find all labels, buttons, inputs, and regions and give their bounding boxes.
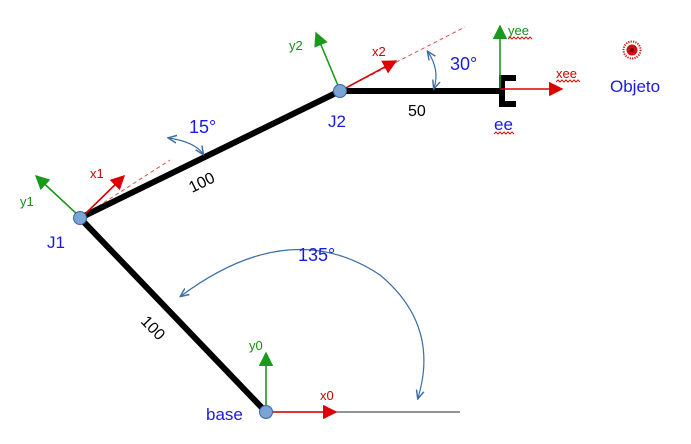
j2-angle-arc (428, 52, 436, 88)
gripper-icon (499, 75, 516, 107)
label-angle-base: 135° (298, 245, 335, 265)
y1-axis-arrow (34, 175, 80, 217)
label-x1: x1 (90, 166, 104, 181)
label-y1: y1 (20, 194, 34, 209)
base-angle-arc (181, 248, 424, 398)
label-ee: ee (494, 115, 513, 134)
label-j2: J2 (328, 112, 346, 131)
label-xee: xee (556, 66, 577, 81)
label-j1: J1 (47, 233, 65, 252)
x2-axis-arrow (341, 60, 398, 91)
label-y2: y2 (289, 38, 303, 53)
y2-axis-arrow (314, 31, 340, 89)
link-base-j1 (77, 215, 269, 415)
label-y0: y0 (249, 338, 263, 353)
label-x0: x0 (320, 388, 334, 403)
yee-spellcheck-underline (507, 36, 533, 40)
label-link-base-j1: 100 (137, 313, 168, 344)
label-angle-j2: 30° (450, 54, 477, 74)
label-yee: yee (508, 23, 529, 38)
label-link-j2-ee: 50 (408, 103, 426, 120)
link-j1-j2 (78, 88, 342, 221)
joint-base (259, 405, 273, 419)
object-target-icon (622, 40, 642, 60)
label-base: base (206, 405, 243, 424)
xee-spellcheck-underline (555, 79, 581, 83)
ee-spellcheck-underline (493, 131, 515, 135)
label-x2: x2 (372, 44, 386, 59)
joint-j1 (73, 211, 87, 225)
joint-j2 (333, 84, 347, 98)
x1-axis-arrow (81, 174, 126, 218)
label-angle-j1: 15° (189, 117, 216, 137)
j1-angle-arc (169, 138, 203, 154)
label-link-j1-j2: 100 (186, 170, 218, 197)
label-object: Objeto (610, 77, 660, 96)
